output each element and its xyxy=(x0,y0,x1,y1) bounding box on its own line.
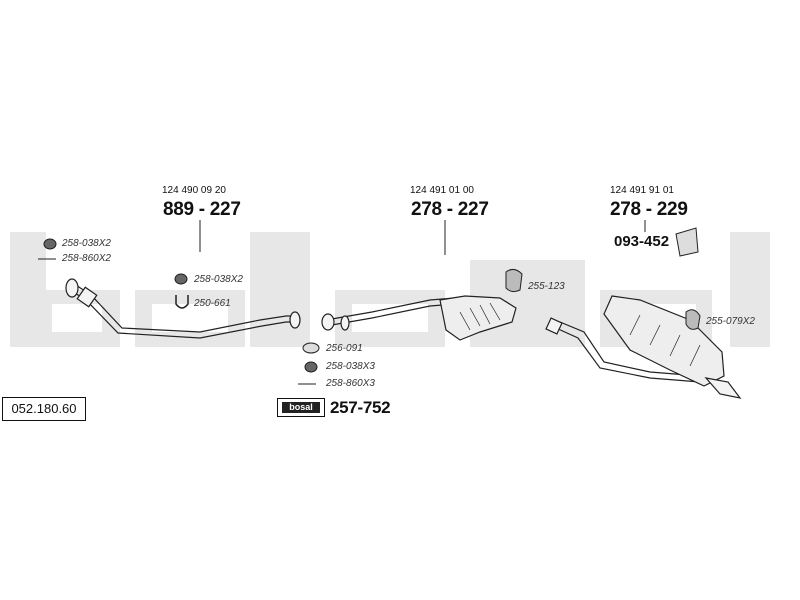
accessory-label: 258-860X3 xyxy=(326,378,375,389)
accessory-label: 258-038X2 xyxy=(194,274,243,285)
accessory-label: 255-123 xyxy=(528,281,565,292)
rubber-mount-icon xyxy=(685,309,701,330)
part-number-front: 889 - 227 xyxy=(163,199,241,220)
sealing-ring-icon xyxy=(302,342,320,354)
u-bolt-icon xyxy=(175,295,189,309)
gasket-ring-icon xyxy=(304,361,318,373)
oe-number-center: 124 491 01 00 xyxy=(410,185,474,196)
accessory-label: 255-079X2 xyxy=(706,316,755,327)
accessory-label: 258-038X2 xyxy=(62,238,111,249)
oe-number-front: 124 490 09 20 xyxy=(162,185,226,196)
gasket-ring-icon xyxy=(43,238,57,250)
rear-muffler xyxy=(545,295,742,399)
part-number-center: 278 - 227 xyxy=(411,199,489,220)
oe-number-rear: 124 491 91 01 xyxy=(610,185,674,196)
accessory-label: 258-860X2 xyxy=(62,253,111,264)
accessory-label: 256-091 xyxy=(326,343,363,354)
gasket-ring-icon xyxy=(174,273,188,285)
hanger-bracket-icon xyxy=(675,227,699,257)
accessory-label: 250-661 xyxy=(194,298,231,309)
part-number-hanger: 093-452 xyxy=(614,233,670,250)
bosal-kit-badge: bosal xyxy=(277,398,325,417)
bosal-logo: bosal xyxy=(282,402,320,413)
rubber-hanger-icon xyxy=(505,268,523,293)
part-number-rear: 278 - 229 xyxy=(610,199,688,220)
front-pipe xyxy=(65,278,301,339)
center-muffler xyxy=(321,295,517,341)
kit-number: 257-752 xyxy=(330,398,391,417)
diagram-code: 052.180.60 xyxy=(2,397,86,421)
accessory-label: 258-038X3 xyxy=(326,361,375,372)
